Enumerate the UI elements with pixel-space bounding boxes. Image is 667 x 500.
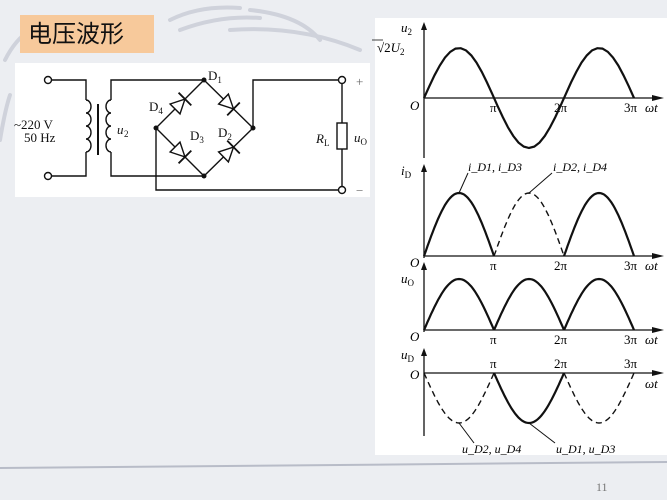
output-label: u (354, 130, 361, 145)
load-sub: L (324, 138, 330, 148)
x-axis-arrow-icon (652, 370, 664, 376)
svg-text:D1: D1 (208, 68, 222, 85)
x-axis-label: ωt (645, 100, 658, 115)
x-axis-arrow-icon (652, 95, 664, 101)
y-axis-label: u2 (401, 20, 412, 37)
x-tick-label: 2π (554, 332, 568, 347)
diode-d2-symbol (217, 140, 241, 164)
plot-uD: uD Oπ 2π 3π ωt u_D2, u_D4 u_D1, u_D3 (401, 347, 664, 456)
y-axis-label: uO (401, 271, 415, 288)
curve-segment-2 (493, 192, 565, 257)
diode-d3-symbol (168, 140, 192, 164)
curve-segment-3 (562, 277, 636, 331)
diode-d3-sub: 3 (199, 135, 204, 145)
diode-d2-sub: 2 (227, 132, 232, 142)
load-label: R (315, 131, 324, 146)
output-terminal-plus (337, 75, 347, 85)
annotation-solid: u_D1, u_D3 (556, 442, 615, 456)
x-tick-label: 2π (554, 258, 568, 273)
x-tick-label: 2π (554, 356, 568, 371)
origin-label: O (410, 255, 420, 270)
y-axis-arrow-icon (421, 22, 427, 30)
curve-segment-1 (422, 191, 496, 257)
output-sub: O (361, 137, 368, 147)
curve-segment-1 (422, 277, 496, 331)
curve-segment-2 (493, 372, 566, 425)
source-frequency-label: 50 Hz (24, 130, 56, 145)
x-axis-arrow-icon (652, 253, 664, 259)
page-number: 11 (596, 480, 608, 494)
diode-d1-symbol (217, 92, 241, 116)
minus-sign: − (356, 183, 363, 198)
x-axis-label: ωt (645, 258, 658, 273)
origin-label: O (410, 367, 420, 382)
curve-segment-3 (562, 191, 636, 257)
origin-label: O (410, 98, 420, 113)
secondary-coil (105, 99, 112, 153)
diode-d4-symbol (168, 92, 192, 116)
curve-segment-2 (492, 277, 566, 331)
y-axis-arrow-icon (421, 262, 427, 270)
source-voltage-label: ~220 V (14, 117, 54, 132)
annotation-dashed: i_D2, i_D4 (553, 160, 607, 174)
diode-d4-sub: 4 (158, 106, 163, 116)
u2-sine-curve (422, 47, 636, 150)
y-axis-label: uD (401, 347, 415, 364)
x-axis-arrow-icon (652, 327, 664, 333)
diode-d3-label: D (190, 128, 199, 143)
load-resistor (336, 122, 348, 150)
svg-text:D3: D3 (190, 128, 204, 145)
y-axis-label: iD (401, 163, 412, 180)
x-tick-label: π (490, 258, 497, 273)
origin-label: O (410, 329, 420, 344)
diode-d1-sub: 1 (217, 75, 222, 85)
svg-text:D2: D2 (218, 125, 232, 142)
x-tick-label: π (490, 100, 497, 115)
curve-segment-3 (563, 372, 635, 424)
x-tick-label: π (490, 332, 497, 347)
svg-text:uO: uO (354, 130, 368, 147)
x-tick-label: 3π (624, 356, 638, 371)
x-axis-label: ωt (645, 332, 658, 347)
annotation-solid: i_D1, i_D3 (468, 160, 522, 174)
secondary-voltage-label: u (117, 122, 124, 137)
x-tick-label: 3π (624, 258, 638, 273)
output-terminal-minus (337, 185, 347, 195)
input-terminal-bottom (43, 171, 53, 181)
slide-title: 电压波形 (20, 15, 154, 53)
y-axis-arrow-icon (421, 164, 427, 172)
x-axis-label: ωt (645, 376, 658, 391)
primary-coil (85, 99, 92, 153)
input-terminal-top (43, 75, 53, 85)
circuit-panel (15, 63, 370, 197)
diode-d4-label: D (149, 99, 158, 114)
secondary-voltage-sub: 2 (124, 129, 129, 139)
curve-segment-1 (423, 372, 495, 424)
x-tick-label: 3π (624, 100, 638, 115)
svg-text:D4: D4 (149, 99, 163, 116)
svg-text:RL: RL (315, 131, 329, 148)
y-axis-arrow-icon (421, 348, 427, 356)
peak-label: √2U2 (377, 40, 405, 57)
annotation-dashed: u_D2, u_D4 (462, 442, 521, 456)
x-tick-label: 3π (624, 332, 638, 347)
plus-sign: + (356, 74, 363, 89)
diode-d2-label: D (218, 125, 227, 140)
x-tick-label: π (490, 356, 497, 371)
diode-d1-label: D (208, 68, 217, 83)
